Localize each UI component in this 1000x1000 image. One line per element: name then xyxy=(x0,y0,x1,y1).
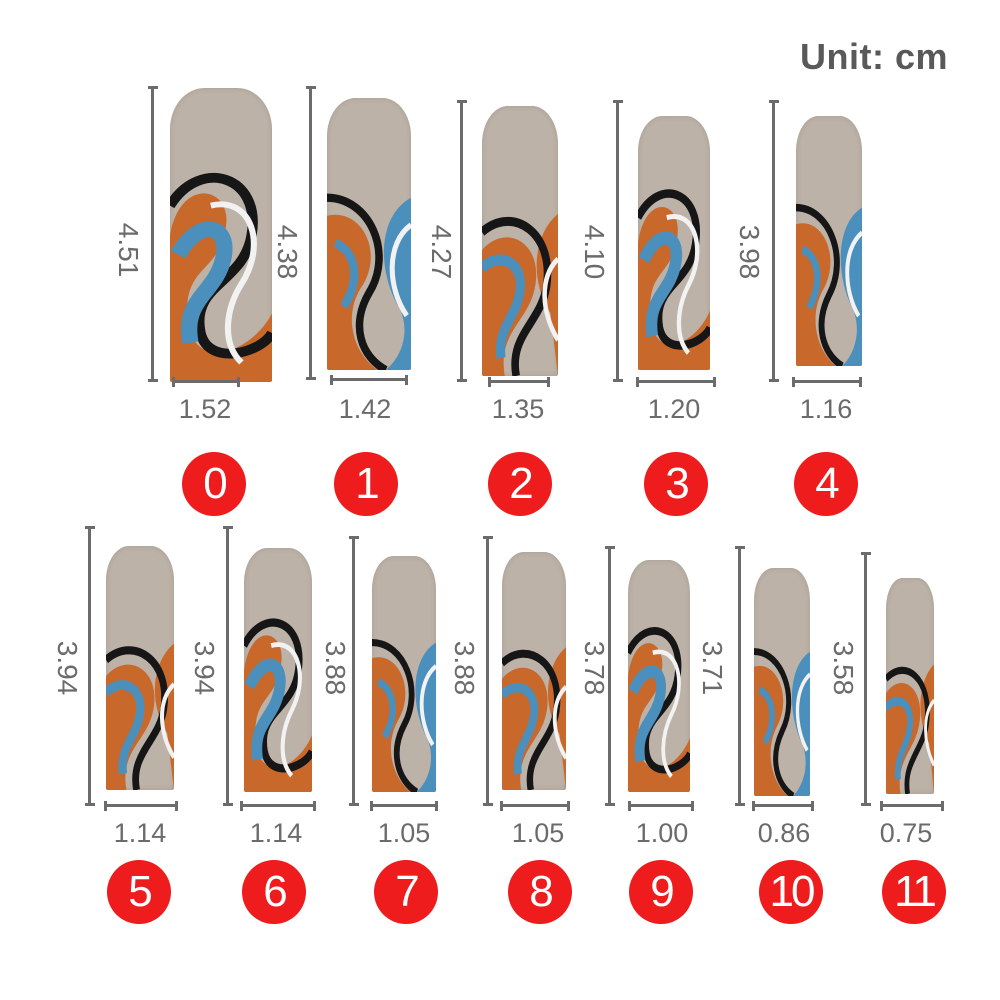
length-dimension-line xyxy=(85,526,95,806)
size-number-badge: 11 xyxy=(882,860,946,924)
size-number-badge: 4 xyxy=(794,452,858,516)
width-dimension-line xyxy=(240,801,316,811)
width-label: 1.00 xyxy=(635,818,689,848)
width-label: 1.14 xyxy=(113,818,167,848)
width-dimension-line xyxy=(104,801,178,811)
size-number-badge: 1 xyxy=(334,452,398,516)
length-label: 4.27 xyxy=(426,224,457,280)
size-number-badge: 2 xyxy=(488,452,552,516)
width-dimension-line xyxy=(880,801,944,811)
nail-image xyxy=(502,552,566,790)
width-dimension-line xyxy=(330,375,408,385)
width-dimension-line xyxy=(628,801,694,811)
width-label: 1.05 xyxy=(377,818,431,848)
length-dimension-line xyxy=(457,100,467,382)
length-label: 3.58 xyxy=(828,640,859,696)
width-dimension-line xyxy=(752,801,814,811)
size-number-badge: 8 xyxy=(508,860,572,924)
width-label: 1.52 xyxy=(178,394,232,424)
width-label: 1.35 xyxy=(491,394,545,424)
size-number-badge: 6 xyxy=(242,860,306,924)
nail-image xyxy=(106,546,174,790)
length-label: 4.10 xyxy=(579,224,610,280)
size-number-badge: 5 xyxy=(107,860,171,924)
nail-image xyxy=(628,560,690,792)
size-number-badge: 3 xyxy=(644,452,708,516)
nail-image xyxy=(327,98,411,370)
length-dimension-line xyxy=(148,86,158,382)
nail-image xyxy=(638,116,710,370)
nail-image xyxy=(372,556,436,792)
width-label: 1.16 xyxy=(799,394,853,424)
width-dimension-line xyxy=(370,801,438,811)
length-label: 4.51 xyxy=(113,222,144,278)
length-dimension-line xyxy=(613,100,623,382)
nail-image xyxy=(170,88,272,382)
length-label: 3.71 xyxy=(697,640,728,696)
length-label: 3.78 xyxy=(579,640,610,696)
nail-image xyxy=(796,116,862,366)
width-label: 1.14 xyxy=(249,818,303,848)
nail-image xyxy=(886,578,934,794)
width-dimension-line xyxy=(792,377,862,387)
length-label: 3.94 xyxy=(52,640,83,696)
length-dimension-line xyxy=(483,536,493,806)
width-dimension-line xyxy=(500,801,570,811)
width-label: 1.20 xyxy=(647,394,701,424)
width-dimension-line xyxy=(636,377,716,387)
unit-label: Unit: cm xyxy=(800,36,948,77)
width-dimension-line xyxy=(488,377,550,387)
length-dimension-line xyxy=(861,552,871,806)
length-label: 3.88 xyxy=(449,640,480,696)
width-label: 0.86 xyxy=(757,818,811,848)
length-dimension-line xyxy=(349,536,359,806)
width-label: 1.05 xyxy=(511,818,565,848)
width-label: 0.75 xyxy=(879,818,933,848)
length-dimension-line xyxy=(769,100,779,382)
nail-image xyxy=(244,548,312,792)
nail-image xyxy=(482,106,558,376)
size-number-badge: 10 xyxy=(759,860,823,924)
length-label: 3.94 xyxy=(189,640,220,696)
width-label: 1.42 xyxy=(338,394,392,424)
size-number-badge: 9 xyxy=(629,860,693,924)
length-dimension-line xyxy=(735,546,745,806)
nail-image xyxy=(754,568,810,796)
length-label: 3.98 xyxy=(734,224,765,280)
size-number-badge: 7 xyxy=(374,860,438,924)
length-label: 4.38 xyxy=(272,224,303,280)
size-number-badge: 0 xyxy=(182,452,246,516)
length-dimension-line xyxy=(306,86,316,380)
length-dimension-line xyxy=(605,546,615,806)
length-dimension-line xyxy=(223,526,233,806)
width-dimension-line xyxy=(172,377,240,387)
length-label: 3.88 xyxy=(320,640,351,696)
